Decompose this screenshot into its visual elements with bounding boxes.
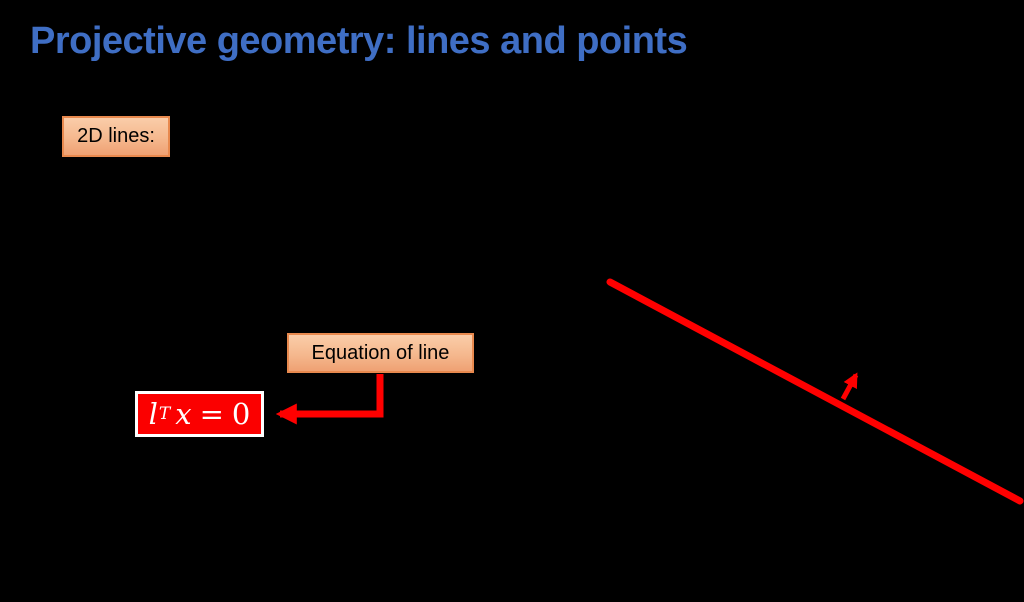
equation-equals-sign: = [199,396,224,431]
callout-equation-of-line-label: Equation of line [311,341,450,364]
page-title: Projective geometry: lines and points [30,20,688,62]
equation-callout-elbow-arrow [275,374,384,425]
callout-equation-of-line: Equation of line [287,333,474,373]
callout-2d-lines: 2D lines: [62,116,170,157]
equation-symbol-x: x [175,396,192,431]
line-normal-vector-arrow [840,372,859,401]
equation-symbol-l: l [148,396,158,431]
callout-2d-lines-label: 2D lines: [77,125,155,147]
equation-zero: 0 [231,396,251,431]
diagonal-2d-line [606,278,1024,505]
